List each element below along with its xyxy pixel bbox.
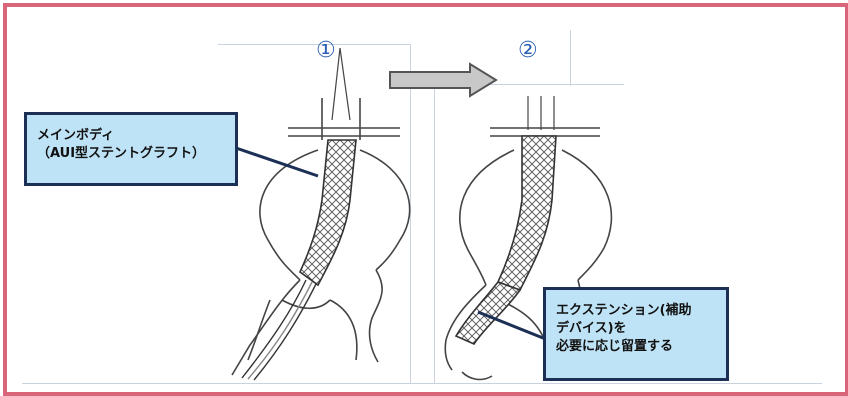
extension-label-line1: エクステンション(補助 (556, 302, 716, 320)
main-body-leader-line (236, 148, 318, 176)
right-arrow-icon (390, 64, 496, 96)
extension-label-line3: 必要に応じ留置する (556, 338, 716, 356)
main-body-stent-graft-2 (498, 136, 556, 290)
delivery-catheter-1 (242, 280, 316, 380)
main-body-callout: メインボディ （AUI型ステントグラフト） (24, 112, 238, 186)
extension-device (456, 282, 520, 344)
extension-callout: エクステンション(補助 デバイス)を 必要に応じ留置する (543, 287, 729, 381)
main-body-label-line2: （AUI型ステントグラフト） (37, 145, 225, 163)
main-body-label-line1: メインボディ (37, 127, 225, 145)
extension-label-line2: デバイス)を (556, 320, 716, 338)
main-body-stent-graft-1 (300, 140, 356, 285)
